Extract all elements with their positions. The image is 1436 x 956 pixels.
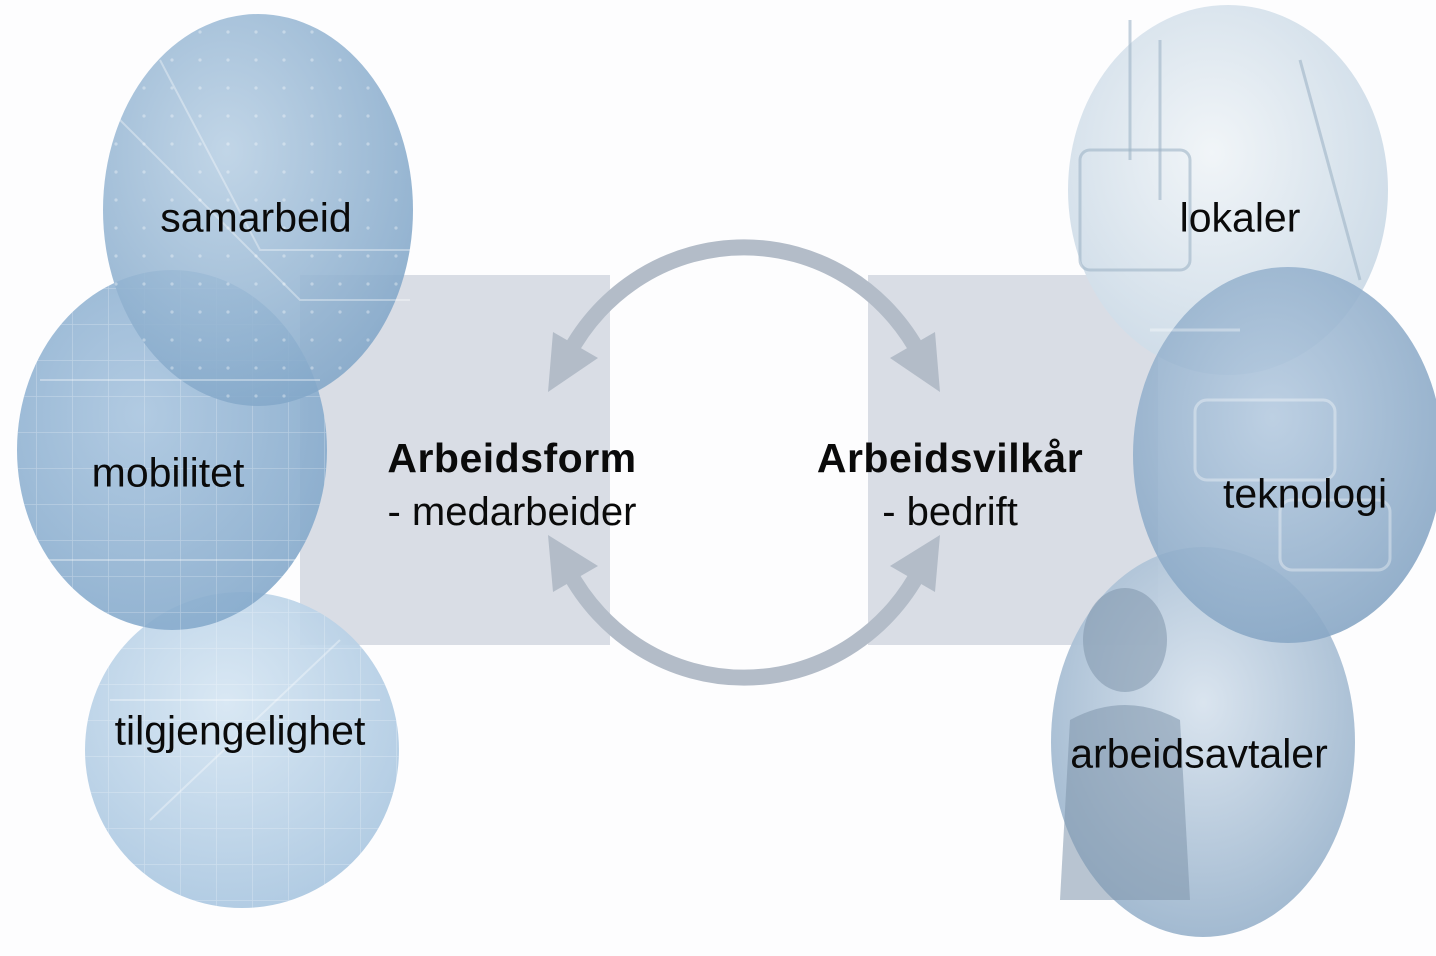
label-teknologi: teknologi <box>1222 470 1388 517</box>
arbeidsvilkar-subtitle: - bedrift <box>882 490 1018 534</box>
right-circle-group <box>1051 5 1436 937</box>
label-lokaler: lokaler <box>1179 194 1301 241</box>
label-arbeidsavtaler: arbeidsavtaler <box>1070 730 1328 777</box>
arbeidsform-block: Arbeidsform - medarbeider <box>387 431 636 539</box>
label-mobilitet: mobilitet <box>91 449 245 496</box>
arrowhead-bottom-right <box>890 535 940 592</box>
arrowhead-top-right <box>890 332 940 392</box>
label-tilgjengelighet: tilgjengelighet <box>114 707 366 754</box>
left-circle-group <box>17 14 413 908</box>
arbeidsform-subtitle: - medarbeider <box>387 490 637 534</box>
arbeidsvilkar-block: Arbeidsvilkår - bedrift <box>817 431 1083 539</box>
arrow-top-arc <box>560 239 928 359</box>
cycle-arrows <box>560 239 928 686</box>
arrow-heads <box>548 332 940 592</box>
label-samarbeid: samarbeid <box>160 194 352 241</box>
arrowhead-top-left <box>548 332 598 392</box>
arrow-bottom-arc <box>560 566 928 686</box>
arbeidsform-title: Arbeidsform <box>387 435 637 481</box>
arbeidsvilkar-title: Arbeidsvilkår <box>816 435 1084 481</box>
arrowhead-bottom-left <box>548 535 598 592</box>
circle-teknologi <box>1133 267 1436 643</box>
